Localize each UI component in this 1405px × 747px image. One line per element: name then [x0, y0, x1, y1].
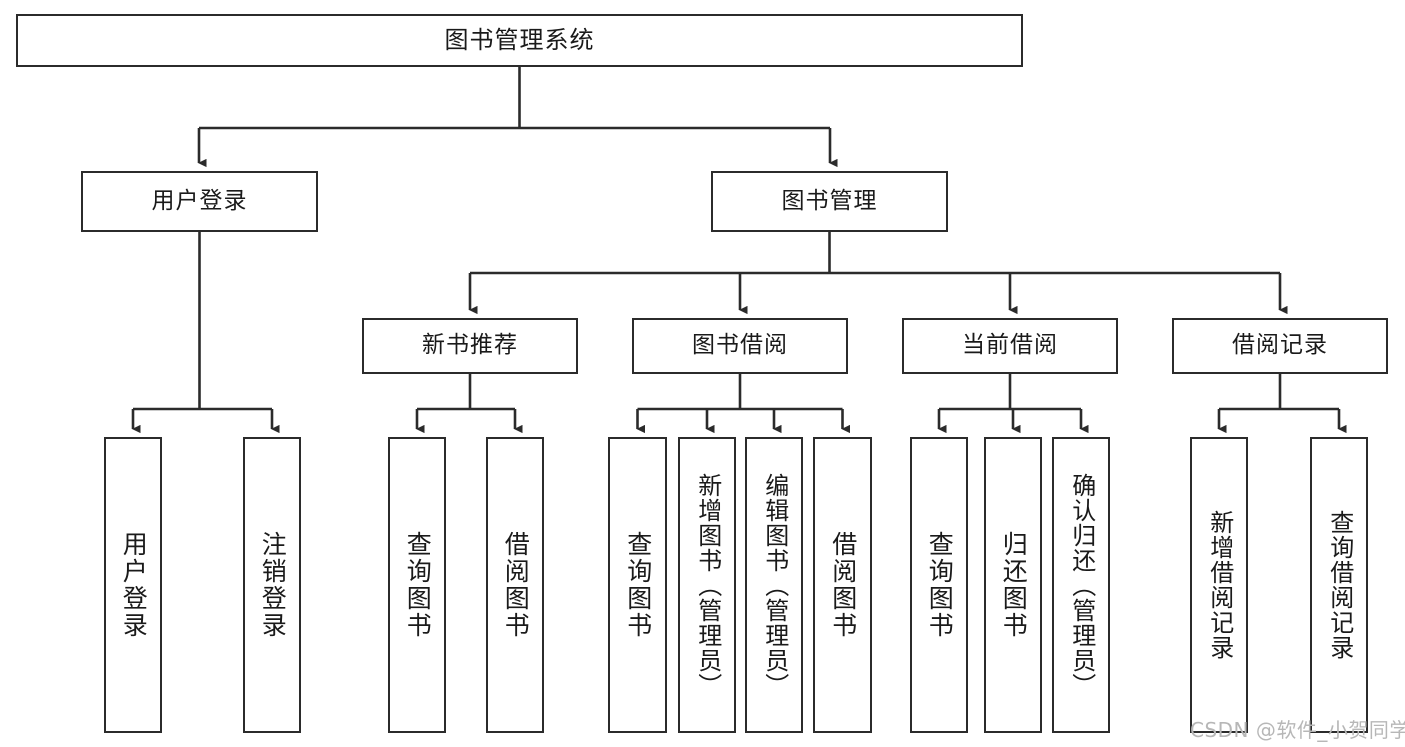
- node-label: 图书管理: [781, 187, 878, 214]
- node-label: 注销登录: [258, 531, 288, 639]
- node-label: 确认归还（管理员）: [1067, 472, 1096, 698]
- node-user-login[interactable]: 用户登录: [81, 171, 318, 232]
- node-root-system[interactable]: 图书管理系统: [16, 14, 1023, 67]
- node-book-management[interactable]: 图书管理: [711, 171, 948, 232]
- node-label: 新增图书（管理员）: [693, 472, 722, 698]
- node-label: 用户登录: [151, 187, 248, 214]
- node-label: 图书借阅: [692, 332, 788, 359]
- leaf-return-book[interactable]: 归还图书: [984, 437, 1042, 733]
- leaf-query-book-current[interactable]: 查询图书: [910, 437, 968, 733]
- leaf-query-book-borrow[interactable]: 查询图书: [608, 437, 667, 733]
- leaf-borrow-book[interactable]: 借阅图书: [813, 437, 872, 733]
- watermark: CSDN @软件_小贺同学: [1190, 718, 1405, 742]
- leaf-add-book-admin[interactable]: 新增图书（管理员）: [678, 437, 736, 733]
- leaf-query-book-recommend[interactable]: 查询图书: [388, 437, 446, 733]
- node-current-borrow[interactable]: 当前借阅: [902, 318, 1118, 374]
- node-label: 归还图书: [999, 531, 1029, 639]
- node-label: 借阅图书: [828, 531, 858, 639]
- leaf-logout[interactable]: 注销登录: [243, 437, 301, 733]
- node-label: 用户登录: [119, 531, 149, 639]
- leaf-borrow-book-recommend[interactable]: 借阅图书: [486, 437, 544, 733]
- leaf-confirm-return-admin[interactable]: 确认归还（管理员）: [1052, 437, 1110, 733]
- leaf-add-borrow-record[interactable]: 新增借阅记录: [1190, 437, 1248, 733]
- node-label: 查询借阅记录: [1325, 510, 1354, 660]
- node-label: 查询图书: [925, 531, 955, 639]
- leaf-edit-book-admin[interactable]: 编辑图书（管理员）: [745, 437, 803, 733]
- node-label: 查询图书: [403, 531, 433, 639]
- node-label: 借阅记录: [1232, 332, 1328, 359]
- node-label: 当前借阅: [962, 332, 1058, 359]
- node-label: 借阅图书: [501, 531, 531, 639]
- node-borrow-records[interactable]: 借阅记录: [1172, 318, 1388, 374]
- leaf-user-login[interactable]: 用户登录: [104, 437, 162, 733]
- node-label: 图书管理系统: [444, 26, 595, 55]
- node-book-borrow[interactable]: 图书借阅: [632, 318, 848, 374]
- node-new-book-recommend[interactable]: 新书推荐: [362, 318, 578, 374]
- node-label: 查询图书: [623, 531, 653, 639]
- node-label: 新增借阅记录: [1205, 510, 1234, 660]
- leaf-query-borrow-record[interactable]: 查询借阅记录: [1310, 437, 1368, 733]
- node-label: 编辑图书（管理员）: [760, 472, 789, 698]
- node-label: 新书推荐: [422, 332, 518, 359]
